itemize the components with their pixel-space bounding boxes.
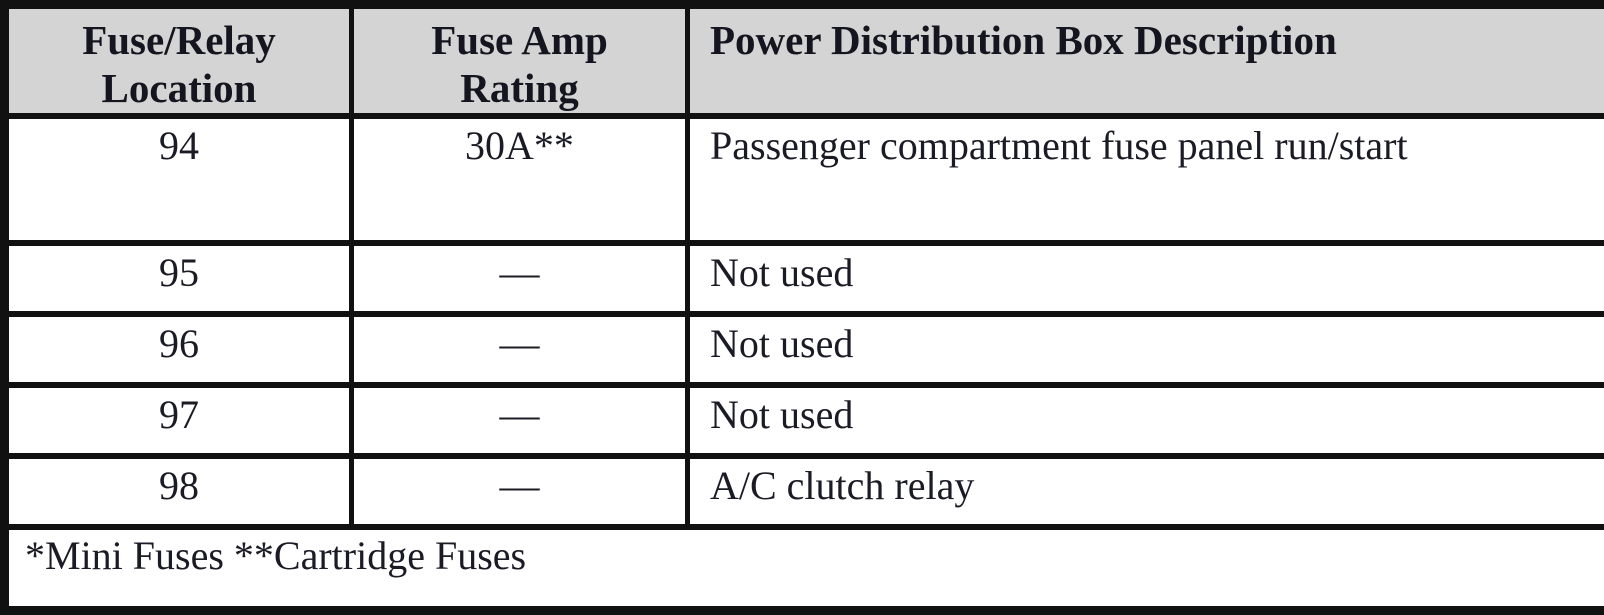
table-row: 96 — Not used <box>5 314 1604 385</box>
cell-fuse-amp-rating: — <box>352 385 688 456</box>
cell-fuse-relay-location: 95 <box>5 243 352 314</box>
column-header-line-2: Location <box>15 65 343 113</box>
fuse-relay-table-container: Fuse/Relay Location Fuse Amp Rating Powe… <box>0 0 1604 566</box>
table-body: 94 30A** Passenger compartment fuse pane… <box>5 116 1604 527</box>
column-header-line-1: Fuse Amp <box>360 17 679 65</box>
cell-fuse-relay-location: 94 <box>5 116 352 243</box>
cell-fuse-amp-rating: — <box>352 456 688 527</box>
cell-description: Passenger compartment fuse panel run/sta… <box>688 116 1604 243</box>
column-header-fuse-relay-location: Fuse/Relay Location <box>5 5 352 116</box>
column-header-fuse-amp-rating: Fuse Amp Rating <box>352 5 688 116</box>
cell-description: Not used <box>688 385 1604 456</box>
column-header-line-1: Power Distribution Box Description <box>710 17 1598 65</box>
table-footnote-row: *Mini Fuses **Cartridge Fuses <box>5 527 1604 611</box>
table-row: 97 — Not used <box>5 385 1604 456</box>
table-footnote: *Mini Fuses **Cartridge Fuses <box>5 527 1604 611</box>
cell-description: Not used <box>688 314 1604 385</box>
table-row: 94 30A** Passenger compartment fuse pane… <box>5 116 1604 243</box>
table-footer: *Mini Fuses **Cartridge Fuses <box>5 527 1604 611</box>
column-header-line-2: Rating <box>360 65 679 113</box>
column-header-line-1: Fuse/Relay <box>15 17 343 65</box>
column-header-power-distribution-box-description: Power Distribution Box Description <box>688 5 1604 116</box>
cell-description: A/C clutch relay <box>688 456 1604 527</box>
table-row: 98 — A/C clutch relay <box>5 456 1604 527</box>
table-row: 95 — Not used <box>5 243 1604 314</box>
cell-fuse-amp-rating: — <box>352 314 688 385</box>
cell-fuse-relay-location: 97 <box>5 385 352 456</box>
table-header-row: Fuse/Relay Location Fuse Amp Rating Powe… <box>5 5 1604 116</box>
cell-fuse-relay-location: 96 <box>5 314 352 385</box>
cell-fuse-relay-location: 98 <box>5 456 352 527</box>
cell-fuse-amp-rating: — <box>352 243 688 314</box>
cell-fuse-amp-rating: 30A** <box>352 116 688 243</box>
cell-description: Not used <box>688 243 1604 314</box>
table-header: Fuse/Relay Location Fuse Amp Rating Powe… <box>5 5 1604 116</box>
